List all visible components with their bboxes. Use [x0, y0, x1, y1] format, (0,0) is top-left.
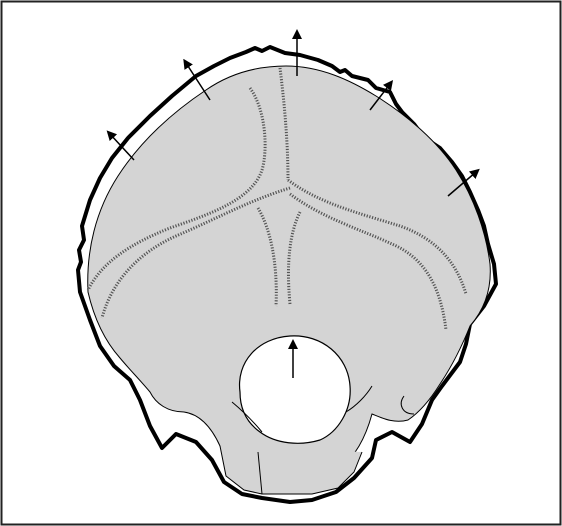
foramen-magnum: [240, 336, 351, 443]
